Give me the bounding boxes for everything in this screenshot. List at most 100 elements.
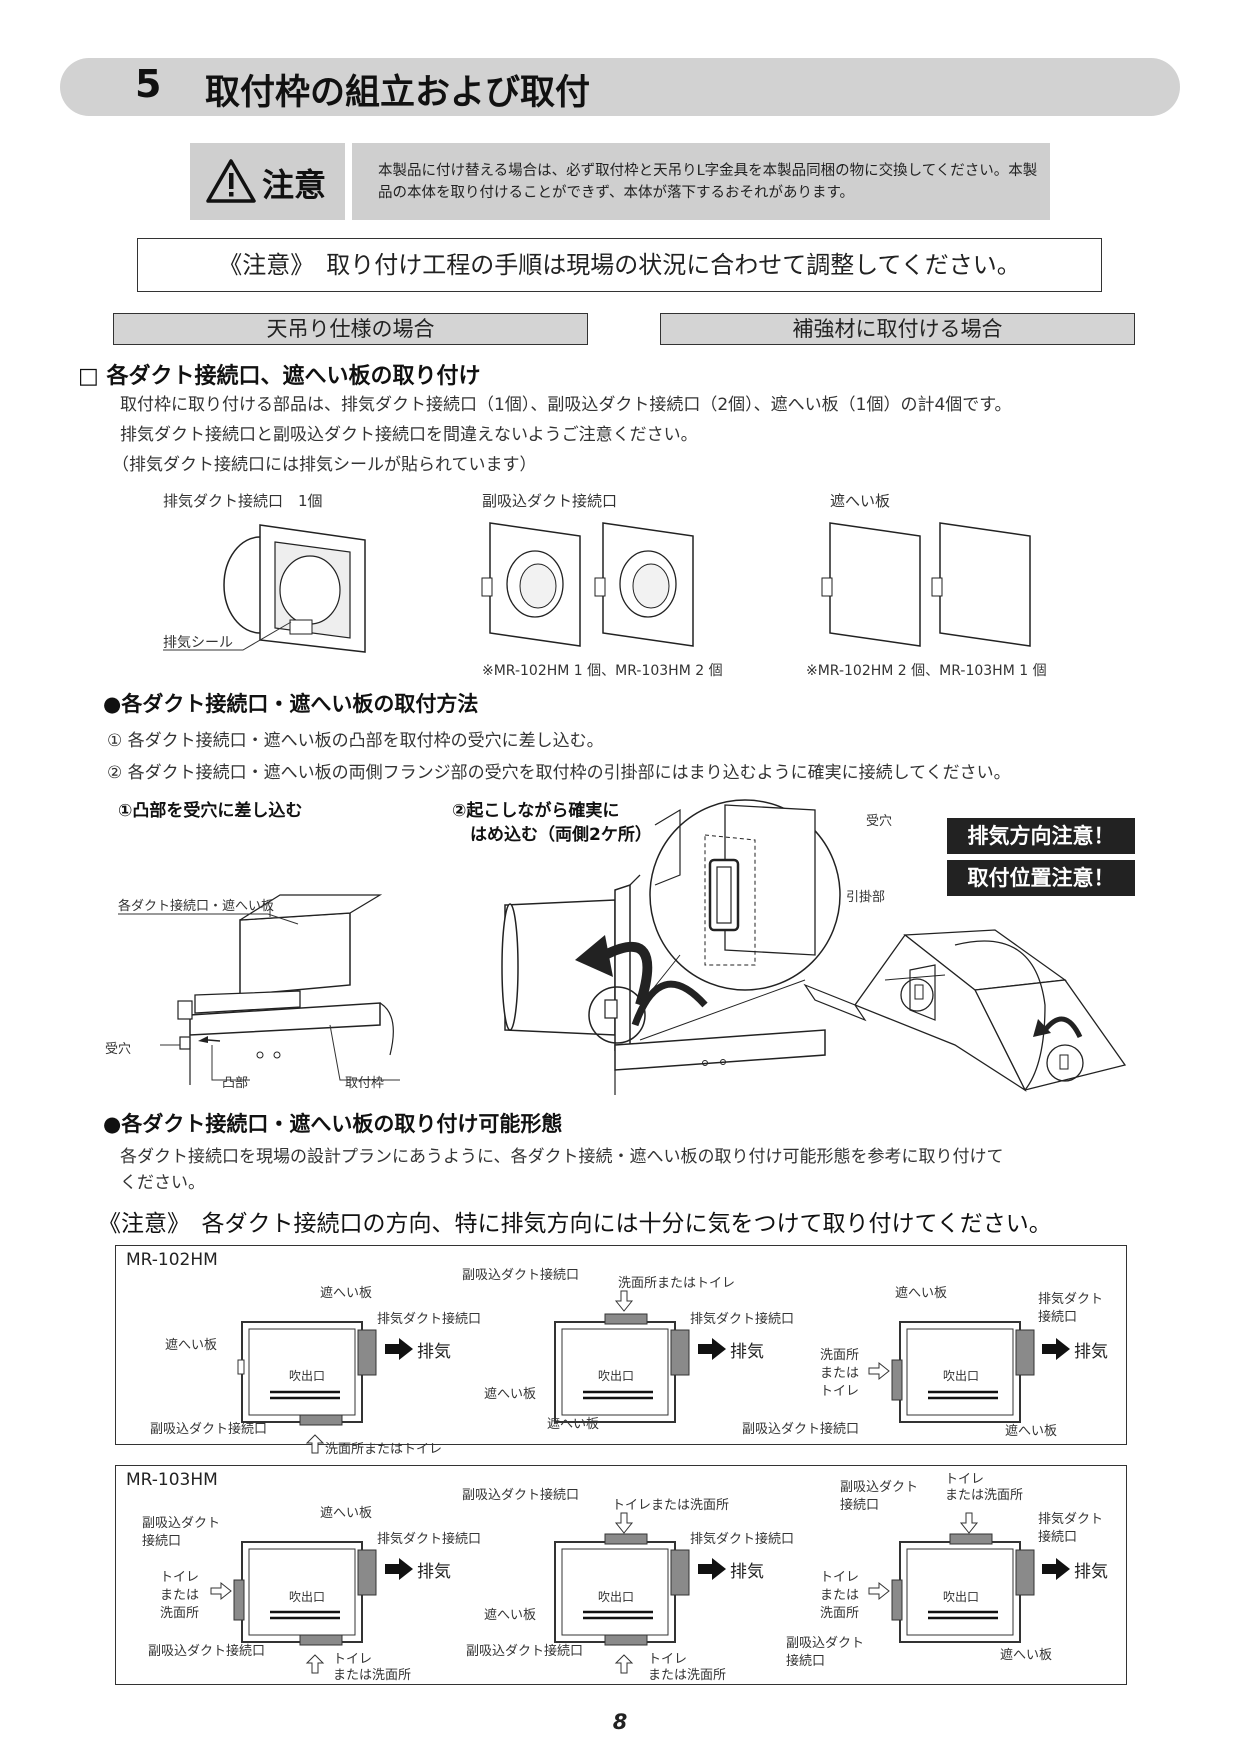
method-title: ●各ダクト接続口・遮へい板の取付方法 <box>103 692 479 716</box>
inlet-arrow-right-icon <box>210 1581 232 1601</box>
mr103-d3-sub-2: 接続口 <box>840 1498 880 1513</box>
part-label-shield: 遮へい板 <box>830 492 891 510</box>
mr103-d2-room-b-2: または洗面所 <box>648 1668 727 1683</box>
caution-text-box <box>352 143 1050 220</box>
exhaust-arrow-icon <box>1042 1558 1070 1580</box>
fig1-hole-label: 受穴 <box>105 1042 132 1057</box>
caution-text: 本製品に付け替える場合は、必ず取付枠と天吊りL字金具を本製品同梱の物に交換してく… <box>378 163 1038 201</box>
mr103-d3-room-l-2: または <box>820 1588 860 1603</box>
mr103-d3-sub-1: 副吸込ダクト <box>840 1480 919 1495</box>
forms-title: ●各ダクト接続口・遮へい板の取り付け可能形態 <box>103 1112 563 1136</box>
mr103-d3-room-l-3: 洗面所 <box>820 1606 860 1621</box>
section1-line-2: 排気ダクト接続口と副吸込ダクト接続口を間違えないようご注意ください。 <box>120 425 698 445</box>
mr102-d3-room-2: または <box>820 1366 860 1381</box>
mr102-d3-exhaust-duct-1: 排気ダクト <box>1038 1292 1104 1307</box>
exhaust-arrow-icon <box>698 1558 726 1580</box>
mr103-d3-outlet: 吹出口 <box>943 1590 980 1604</box>
mr103-d1-shield-top: 遮へい板 <box>320 1506 373 1521</box>
mr103-d2-exhaust-duct: 排気ダクト接続口 <box>690 1532 795 1547</box>
warning-triangle-icon <box>206 159 256 203</box>
fig1-boss-label: 凸部 <box>222 1076 249 1091</box>
mr102-model: MR-102HM <box>126 1250 218 1270</box>
fig1-insert-boss-drawing <box>160 894 400 1085</box>
fig1-part-leader <box>118 913 299 925</box>
inlet-arrow-up-icon <box>305 1434 325 1454</box>
notice-box: 《注意》 取り付け工程の手順は現場の状況に合わせて調整してください。 <box>137 238 1102 292</box>
exhaust-arrow-icon <box>385 1338 413 1360</box>
mr103-d1-sub: 副吸込ダクト接続口 <box>148 1644 266 1659</box>
mr103-d1-room-2: または <box>160 1588 200 1603</box>
inlet-arrow-up-icon <box>305 1654 325 1674</box>
fig2-hole-label: 受穴 <box>866 814 893 829</box>
mr103-unit-3 <box>891 1533 1035 1643</box>
mr103-d1-room-3: 洗面所 <box>160 1606 200 1621</box>
mr102-d1-shield-left: 遮へい板 <box>165 1338 218 1353</box>
mr103-d1-sub-left-2: 接続口 <box>142 1534 182 1549</box>
mr102-d3-shield-top: 遮へい板 <box>895 1286 948 1301</box>
exhaust-arrow-icon <box>385 1558 413 1580</box>
mr102-d3-exhaust-duct-2: 接続口 <box>1038 1310 1078 1325</box>
mr102-d3-room-3: トイレ <box>820 1384 860 1399</box>
mr102-d3-exhaust: 排気 <box>1074 1342 1108 1362</box>
inlet-arrow-down-icon <box>614 1512 634 1534</box>
mr102-d1-shield-top: 遮へい板 <box>320 1286 373 1301</box>
mr102-d2-exhaust: 排気 <box>730 1342 764 1362</box>
fig2-fit-hooks-drawing <box>501 799 1127 1095</box>
mr103-d3-room-l-1: トイレ <box>820 1570 860 1585</box>
mr103-d1-room-b-2: または洗面所 <box>333 1668 412 1683</box>
seal-leader-line <box>163 621 292 651</box>
mr102-d1-sub: 副吸込ダクト接続口 <box>150 1422 268 1437</box>
mr102-d1-exhaust: 排気 <box>417 1342 451 1362</box>
page-number: 8 <box>612 1710 628 1734</box>
section1-title: □ 各ダクト接続口、遮へい板の取り付け <box>78 364 481 389</box>
mr102-d2-exhaust-duct: 排気ダクト接続口 <box>690 1312 795 1327</box>
sub-intake-quantity-note: ※MR-102HM 1 個、MR-103HM 2 個 <box>482 663 723 679</box>
mr103-frame <box>115 1465 1127 1685</box>
mr103-d2-sub: 副吸込ダクト接続口 <box>462 1488 580 1503</box>
section-header-bar <box>60 58 1180 116</box>
caution-label-box <box>190 143 345 220</box>
fig2-title-2: はめ込む（両側2ケ所） <box>470 825 652 845</box>
mr102-d2-shield-bottom: 遮へい板 <box>547 1417 600 1432</box>
fig1-frame-label: 取付枠 <box>345 1076 385 1091</box>
inlet-arrow-right-icon <box>868 1581 890 1601</box>
mr103-d1-outlet: 吹出口 <box>289 1590 326 1604</box>
mr103-d1-room-1: トイレ <box>160 1570 200 1585</box>
inlet-arrow-down-icon <box>614 1290 634 1312</box>
exhaust-arrow-icon <box>1042 1338 1070 1360</box>
fig1-part-label: 各ダクト接続口・遮へい板 <box>118 899 275 914</box>
section1-line-3: （排気ダクト接続口には排気シールが貼られています） <box>112 455 537 475</box>
fig2-hook-label: 引掛部 <box>846 890 886 905</box>
part-label-exhaust: 排気ダクト接続口 1個 <box>163 492 323 510</box>
mr103-d3-exhaust: 排気 <box>1074 1562 1108 1582</box>
mr103-d2-room-b-1: トイレ <box>648 1652 688 1667</box>
mr102-unit-3 <box>891 1321 1035 1423</box>
notice2-text: 《注意》 各ダクト接続口の方向、特に排気方向には十分に気をつけて取り付けてくださ… <box>98 1211 1052 1237</box>
mr103-d3-sub-b-1: 副吸込ダクト <box>786 1636 865 1651</box>
mr103-d3-exhaust-duct-1: 排気ダクト <box>1038 1512 1104 1527</box>
mr103-d2-exhaust: 排気 <box>730 1562 764 1582</box>
mr103-unit-2 <box>554 1533 690 1646</box>
shield-quantity-note: ※MR-102HM 2 個、MR-103HM 1 個 <box>806 663 1047 679</box>
section1-line-1: 取付枠に取り付ける部品は、排気ダクト接続口（1個）、副吸込ダクト接続口（2個）、… <box>120 395 1012 415</box>
mr102-d2-sub: 副吸込ダクト接続口 <box>462 1268 580 1283</box>
mr102-d2-outlet: 吹出口 <box>598 1369 635 1383</box>
fig2-title-1: ②起こしながら確実に <box>452 801 620 821</box>
mr102-d3-room-1: 洗面所 <box>820 1348 860 1363</box>
tag-install-position: 取付位置注意！ <box>947 860 1135 896</box>
mr102-d3-shield-bottom: 遮へい板 <box>1005 1424 1058 1439</box>
mr102-d3-outlet: 吹出口 <box>943 1369 980 1383</box>
tab-ceiling-hanging: 天吊り仕様の場合 <box>113 313 588 345</box>
mr103-unit-1 <box>233 1541 377 1646</box>
mr103-d1-exhaust: 排気 <box>417 1562 451 1582</box>
inlet-arrow-down-icon <box>959 1512 979 1534</box>
mr103-d2-shield-left: 遮へい板 <box>484 1608 537 1623</box>
mr102-frame <box>115 1245 1127 1445</box>
mr102-unit-2 <box>554 1313 690 1423</box>
sub-intake-duct-part-drawing <box>481 522 694 647</box>
notice-text: 《注意》 取り付け工程の手順は現場の状況に合わせて調整してください。 <box>218 251 1021 279</box>
mr103-d1-exhaust-duct: 排気ダクト接続口 <box>377 1532 482 1547</box>
mr102-d1-outlet: 吹出口 <box>289 1369 326 1383</box>
mr103-d1-room-b-1: トイレ <box>333 1652 373 1667</box>
mr103-d2-outlet: 吹出口 <box>598 1590 635 1604</box>
